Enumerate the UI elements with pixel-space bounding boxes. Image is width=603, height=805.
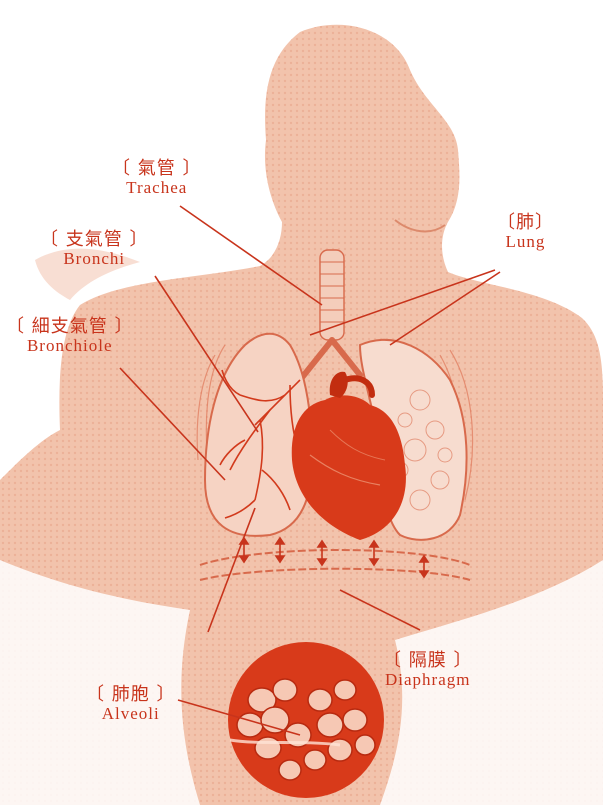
bronchiole-label-en: Bronchiole [6, 337, 133, 355]
bronchiole-label: 〔 細支氣管 〕 Bronchiole [6, 318, 133, 355]
diaphragm-label: 〔 隔膜 〕 Diaphragm [383, 652, 472, 689]
trachea-label-zh: 〔 氣管 〕 [112, 160, 201, 179]
bronchi-label-en: Bronchi [40, 250, 148, 268]
trachea-label-en: Trachea [112, 179, 201, 197]
bronchi-label: 〔 支氣管 〕 Bronchi [40, 231, 148, 268]
bronchiole-label-zh: 〔 細支氣管 〕 [6, 318, 133, 337]
alveoli-label: 〔 肺胞 〕 Alveoli [86, 686, 175, 723]
trachea-label: 〔 氣管 〕 Trachea [112, 160, 201, 197]
alveoli-inset [228, 642, 384, 798]
lung-label-zh: 〔肺〕 [497, 214, 554, 233]
alveoli-label-en: Alveoli [86, 705, 175, 723]
lung-label-en: Lung [497, 233, 554, 251]
lung-label: 〔肺〕 Lung [497, 214, 554, 251]
diaphragm-label-en: Diaphragm [383, 671, 472, 689]
alveoli-label-zh: 〔 肺胞 〕 [86, 686, 175, 705]
bronchi-label-zh: 〔 支氣管 〕 [40, 231, 148, 250]
diaphragm-label-zh: 〔 隔膜 〕 [383, 652, 472, 671]
